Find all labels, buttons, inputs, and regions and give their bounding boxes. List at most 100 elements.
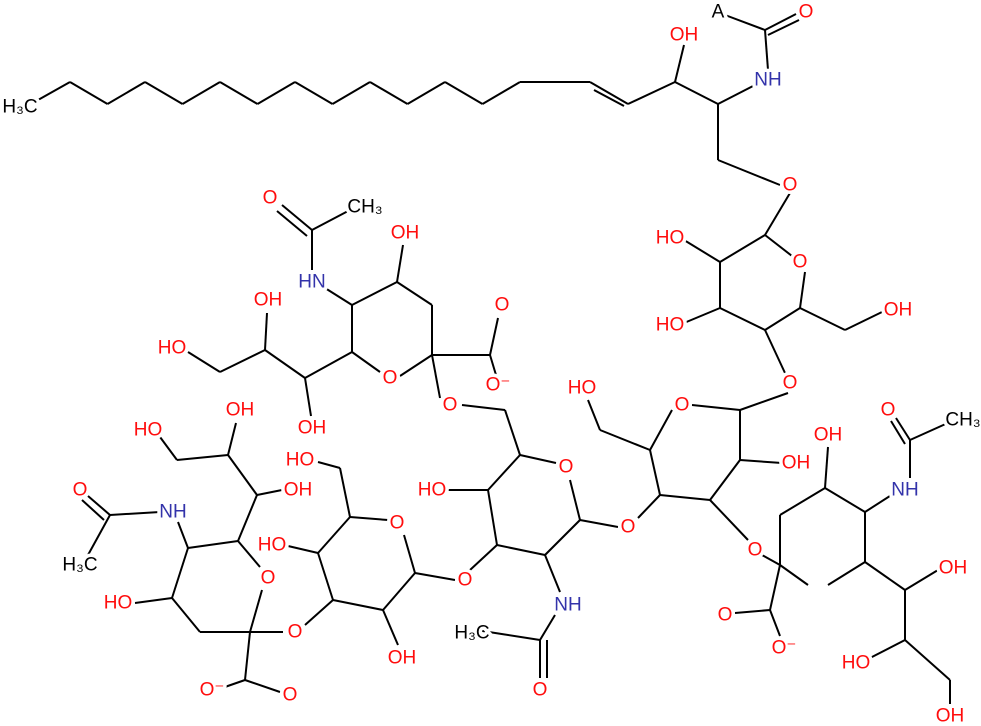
- atom-label: OH: [939, 558, 968, 579]
- bond: [691, 404, 741, 411]
- atom-label: HO: [158, 338, 187, 359]
- bond: [444, 81, 484, 105]
- bond: [187, 351, 221, 373]
- bond: [544, 554, 561, 593]
- atom-label: O: [263, 188, 278, 209]
- atom-label: NH: [891, 480, 918, 501]
- bond: [264, 312, 268, 351]
- bond: [487, 454, 521, 491]
- atom-label: OH: [670, 25, 699, 46]
- bond: [709, 499, 749, 541]
- bond: [69, 81, 109, 105]
- bond: [461, 404, 506, 411]
- bond: [134, 597, 173, 604]
- bond: [332, 599, 384, 611]
- bond: [324, 287, 353, 306]
- bond: [171, 547, 189, 599]
- atom-label: OH: [391, 223, 420, 244]
- bond: [824, 446, 829, 489]
- bond: [895, 417, 911, 441]
- bond: [249, 589, 263, 633]
- bond: [489, 317, 499, 356]
- bond: [764, 234, 793, 257]
- bond: [382, 609, 399, 646]
- bond: [369, 81, 409, 105]
- bond: [764, 192, 791, 236]
- atom-label: HO: [656, 315, 685, 336]
- atom-label: O: [383, 368, 398, 389]
- bond: [159, 436, 178, 461]
- bond: [489, 354, 497, 376]
- bond: [87, 514, 111, 556]
- bond: [221, 679, 246, 689]
- bond: [904, 639, 951, 681]
- bond: [109, 511, 161, 516]
- bond: [539, 614, 556, 641]
- atom-label: O: [748, 540, 763, 561]
- bond: [294, 81, 334, 105]
- bond: [764, 307, 801, 331]
- bond: [649, 409, 673, 451]
- bond: [496, 544, 546, 556]
- atom-label: HO: [568, 378, 597, 399]
- bond: [276, 210, 308, 237]
- atom-label: NH: [159, 502, 186, 523]
- atom-label: O: [443, 395, 458, 416]
- bond: [187, 540, 239, 549]
- bond: [683, 307, 721, 324]
- bond: [256, 81, 296, 105]
- atom-label: HO: [286, 450, 315, 471]
- atom-label: H₃C: [454, 623, 489, 644]
- bond: [304, 599, 334, 626]
- bond: [219, 349, 266, 373]
- bond: [864, 493, 894, 513]
- bond: [599, 429, 651, 451]
- bond: [351, 281, 398, 306]
- bond: [767, 19, 800, 36]
- bond: [382, 572, 416, 611]
- bond: [317, 461, 341, 469]
- bond: [504, 409, 521, 456]
- atom-label: OH: [226, 400, 255, 421]
- bond: [481, 81, 521, 105]
- bond: [244, 631, 251, 681]
- bond: [106, 81, 146, 105]
- atom-label: O⁻: [486, 375, 511, 396]
- atom-label: HO: [418, 480, 447, 501]
- atom-label: HO: [104, 593, 133, 614]
- bond: [869, 639, 906, 659]
- bond: [403, 534, 416, 574]
- bond: [779, 487, 826, 516]
- bond: [824, 487, 866, 513]
- atom-label: O: [559, 457, 574, 478]
- atom-label: HO: [134, 420, 163, 441]
- atom-label: O: [793, 252, 808, 273]
- bond: [890, 420, 906, 445]
- bond: [431, 354, 441, 399]
- bond: [593, 89, 625, 107]
- bonds: [37, 13, 951, 704]
- bond: [244, 679, 281, 693]
- bond: [764, 13, 797, 31]
- bond: [227, 422, 237, 456]
- bond: [909, 421, 951, 441]
- bond: [311, 209, 351, 231]
- atom-label: HO: [656, 228, 685, 249]
- bond: [176, 454, 229, 461]
- atom-label: O: [261, 568, 276, 589]
- bond: [237, 540, 261, 568]
- bond: [281, 204, 313, 231]
- bond: [627, 81, 676, 105]
- atom-label: HN: [298, 272, 325, 293]
- bond: [637, 494, 661, 519]
- bond: [339, 467, 351, 518]
- atom-label: OH: [254, 290, 283, 311]
- atom-label: O: [621, 517, 636, 538]
- bond: [469, 544, 498, 571]
- bond: [287, 545, 319, 554]
- bond: [674, 81, 719, 105]
- bond: [739, 392, 789, 411]
- atom-label: OH: [298, 418, 327, 439]
- atom-label: OH: [814, 425, 843, 446]
